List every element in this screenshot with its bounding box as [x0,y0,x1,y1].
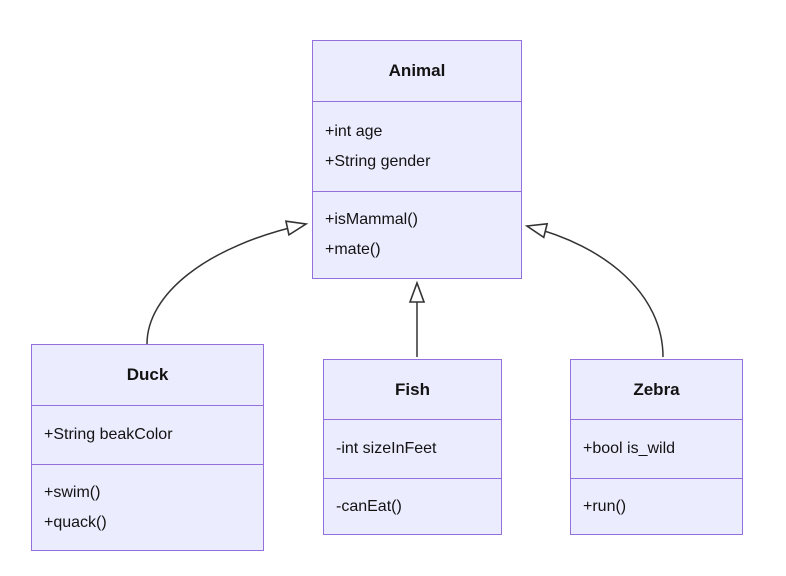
class-node-animal: Animal +int age +String gender +isMammal… [312,40,522,279]
class-method: +run() [583,497,627,515]
class-title-animal: Animal [388,61,446,80]
class-methods-animal: +isMammal() +mate() [313,191,521,278]
inheritance-arrow-zebra-to-animal [524,222,664,358]
class-node-zebra: Zebra +bool is_wild +run() [570,359,743,535]
class-attributes-fish: -int sizeInFeet [324,419,501,478]
class-method: +quack() [44,513,107,531]
class-title-zebra: Zebra [633,379,680,399]
class-attributes-animal: +int age +String gender [313,101,521,191]
class-attribute: +bool is_wild [583,440,676,457]
class-node-fish: Fish -int sizeInFeet -canEat() [323,359,502,535]
class-title-duck: Duck [126,365,169,384]
class-method: -canEat() [336,497,402,515]
class-node-duck: Duck +String beakColor +swim() +quack() [31,344,264,551]
class-title-fish: Fish [395,379,430,399]
class-attribute: +String gender [325,152,431,170]
class-attribute: +int age [325,122,383,140]
class-methods-fish: -canEat() [324,478,501,534]
class-attributes-zebra: +bool is_wild [571,419,742,478]
class-methods-duck: +swim() +quack() [32,464,263,550]
class-method: +swim() [44,483,101,501]
class-methods-zebra: +run() [571,478,742,534]
class-attribute: +String beakColor [44,426,173,443]
class-attributes-duck: +String beakColor [32,405,263,464]
class-attribute: -int sizeInFeet [336,440,437,457]
class-method: +mate() [325,241,381,258]
inheritance-arrow-duck-to-animal [146,220,309,345]
class-method: +isMammal() [325,211,418,228]
